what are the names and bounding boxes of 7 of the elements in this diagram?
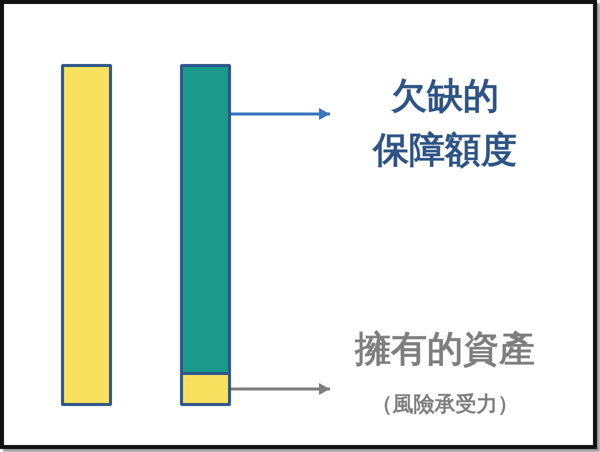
bar <box>61 64 112 406</box>
text-label: 擁有的資產 <box>353 328 536 372</box>
sub-label: （風險承受力） <box>370 391 520 418</box>
arrow <box>231 108 330 120</box>
text-label: 欠缺的保障額度 <box>330 70 560 178</box>
bar <box>183 372 228 403</box>
bar <box>180 64 231 406</box>
